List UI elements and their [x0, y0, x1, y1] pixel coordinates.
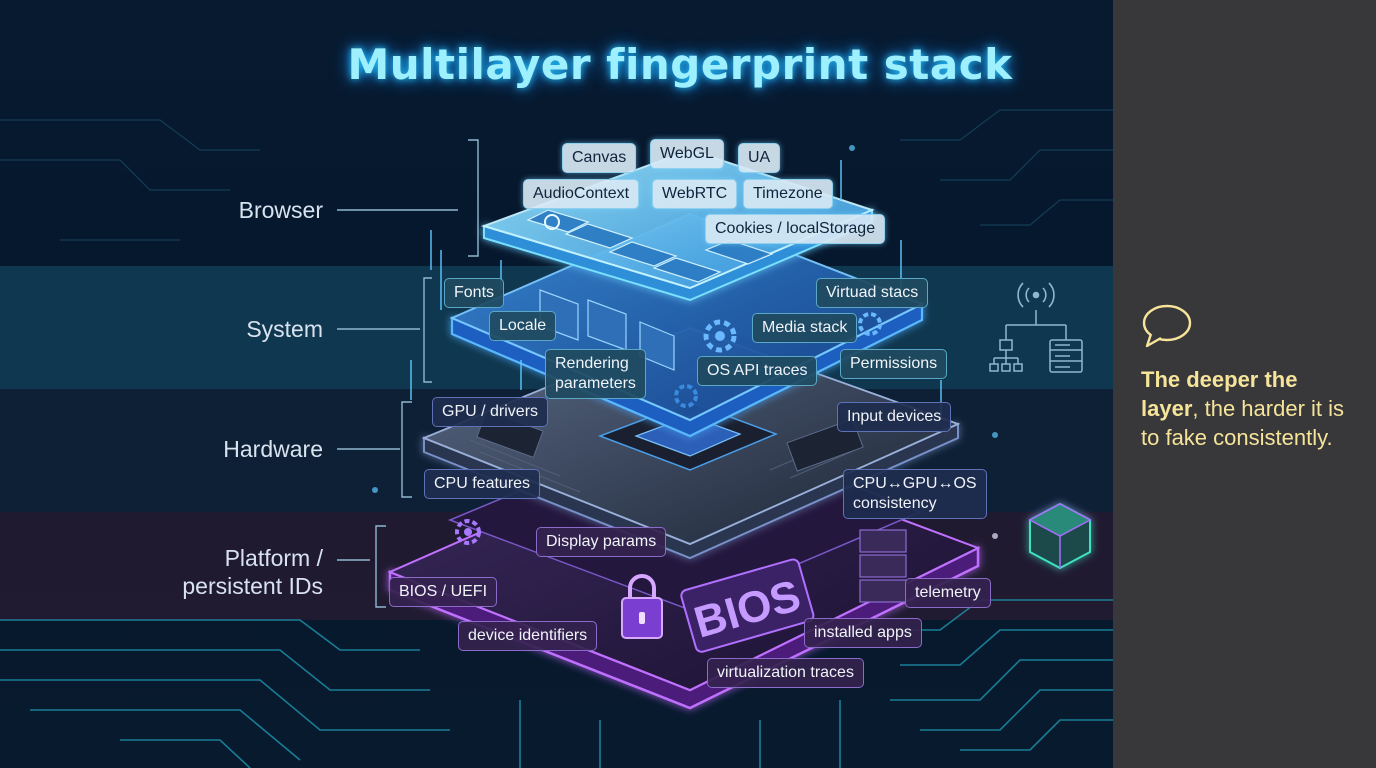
system-chip-os-api-traces: OS API traces: [697, 356, 818, 386]
browser-chip-ua: UA: [738, 143, 781, 173]
side-panel: [1113, 0, 1376, 768]
callout-rest: , the harder it is to fake consistently.: [1141, 396, 1345, 450]
layer-label-hardware: Hardware: [223, 436, 323, 462]
padlock-icon: [621, 574, 663, 639]
hardware-chip-cpu-gpu-os-consistency: CPU↔GPU↔OS consistency: [843, 469, 987, 519]
hardware-chip-input-devices: Input devices: [837, 402, 952, 432]
hardware-chip-cpu-features: CPU features: [424, 469, 541, 499]
server-icon: [1049, 339, 1083, 373]
browser-globe-icon: [544, 214, 560, 230]
hardware-chip-gpu-drivers: GPU / drivers: [432, 397, 549, 427]
leader-lines: [337, 139, 479, 608]
system-chip-fonts: Fonts: [444, 278, 505, 308]
browser-chip-webgl: WebGL: [650, 139, 724, 169]
gear-icon: [674, 384, 698, 408]
glowing-cube-icon: [1028, 502, 1092, 570]
platform-chip-installed-apps: installed apps: [804, 618, 922, 648]
gear-icon: [703, 319, 737, 353]
system-chip-locale: Locale: [489, 311, 557, 341]
platform-chip-display-params: Display params: [536, 527, 667, 557]
system-chip-permissions: Permissions: [840, 349, 948, 379]
system-chip-media-stack: Media stack: [752, 313, 858, 343]
callout-text: The deeper the layer, the harder it is t…: [1141, 365, 1351, 452]
browser-chip-timezone: Timezone: [743, 179, 833, 209]
diagram-title: Multilayer fingerprint stack: [347, 40, 1013, 89]
platform-chip-bios-uefi: BIOS / UEFI: [389, 577, 498, 607]
browser-chip-audiocontext: AudioContext: [523, 179, 640, 209]
system-chip-virtuad-stacs: Virtuad stacs: [816, 278, 929, 308]
system-chip-rendering-parameters: Rendering parameters: [545, 349, 646, 399]
browser-chip-canvas: Canvas: [562, 143, 637, 173]
platform-chip-device-identifiers: device identifiers: [458, 621, 598, 651]
browser-chip-webrtc: WebRTC: [652, 179, 738, 209]
platform-chip-virtualization-traces: virtualization traces: [707, 658, 864, 688]
browser-chip-cookies-localstorage: Cookies / localStorage: [705, 214, 886, 244]
chat-bubble-icon: [1142, 304, 1192, 348]
server-rack-icon: [859, 529, 907, 603]
circuit-traces: [0, 599, 1113, 768]
gear-icon: [455, 519, 481, 545]
callout-bold: The deeper the layer: [1141, 367, 1298, 421]
layer-label-browser: Browser: [238, 197, 323, 223]
platform-chip-telemetry: telemetry: [905, 578, 991, 608]
layer-label-system: System: [246, 316, 323, 342]
folder-icon: [539, 289, 675, 371]
gear-icon: [858, 312, 882, 336]
faint-traces: [0, 109, 1113, 241]
network-tree-icon: [989, 310, 1067, 372]
layer-label-platform: Platform / persistent IDs: [182, 545, 323, 599]
data-rain: [372, 145, 998, 539]
wireless-signal-icon: [1017, 282, 1055, 308]
